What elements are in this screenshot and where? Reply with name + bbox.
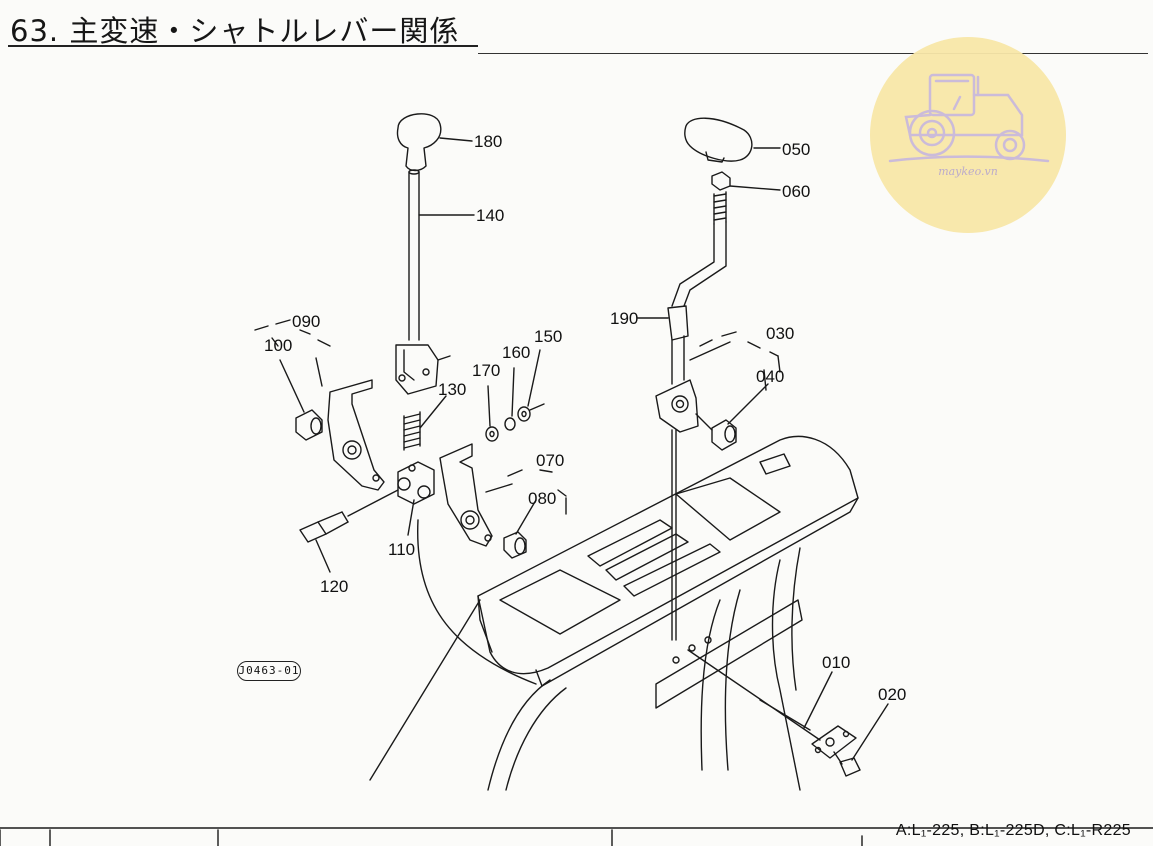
callout-040: 040 bbox=[756, 367, 784, 386]
spring-130 bbox=[403, 395, 447, 451]
frame-legs bbox=[369, 547, 801, 791]
callout-110: 110 bbox=[388, 540, 415, 559]
knob-180 bbox=[396, 113, 473, 172]
callout-160: 160 bbox=[502, 343, 530, 362]
callout-060: 060 bbox=[782, 182, 810, 201]
washers-150-160-170 bbox=[485, 349, 545, 442]
lever-yoke bbox=[395, 344, 451, 395]
model-applicability: A:L₁-225, B:L₁-225D, C:L₁-R225 bbox=[895, 822, 1131, 839]
shuttle-rod bbox=[671, 429, 677, 641]
parts-table-border bbox=[0, 827, 1153, 846]
drawing-code-badge: J0463-01 bbox=[237, 661, 301, 681]
tractor-icon bbox=[888, 73, 1050, 163]
title-underline bbox=[8, 45, 478, 47]
callout-180: 180 bbox=[474, 132, 502, 151]
callout-090: 090 bbox=[292, 312, 320, 331]
bracket-070 bbox=[439, 443, 567, 547]
floor-step-plate bbox=[477, 435, 859, 709]
shift-cable-arc bbox=[416, 519, 537, 685]
callout-020: 020 bbox=[878, 685, 906, 704]
nut-060 bbox=[711, 171, 781, 225]
watermark-logo: maykeo.vn bbox=[870, 37, 1066, 233]
knob-050 bbox=[684, 117, 781, 163]
shuttle-pivot-030 bbox=[655, 331, 781, 433]
lever-rod-140 bbox=[408, 169, 475, 341]
header-rule bbox=[478, 53, 1148, 54]
pivot-block-110 bbox=[397, 461, 435, 536]
bolt-120 bbox=[299, 489, 399, 573]
page-title: 63. 主変速・シャトルレバー関係 bbox=[10, 14, 460, 48]
callout-170: 170 bbox=[472, 361, 500, 380]
shuttle-lever-190 bbox=[637, 221, 727, 385]
callout-050: 050 bbox=[782, 140, 810, 159]
bolt-020 bbox=[833, 703, 889, 777]
callout-140: 140 bbox=[476, 206, 504, 225]
callout-070: 070 bbox=[536, 451, 564, 470]
pin-010 bbox=[687, 649, 857, 759]
callout-030: 030 bbox=[766, 324, 794, 343]
bushing-040 bbox=[695, 383, 769, 451]
bushing-100 bbox=[279, 359, 323, 441]
bracket-090 bbox=[254, 319, 385, 491]
callout-100: 100 bbox=[264, 336, 292, 355]
callout-150: 150 bbox=[534, 327, 562, 346]
callout-080: 080 bbox=[528, 489, 556, 508]
watermark-text: maykeo.vn bbox=[938, 165, 998, 178]
callout-010: 010 bbox=[822, 653, 850, 672]
callout-120: 120 bbox=[320, 577, 348, 596]
callout-190: 190 bbox=[610, 309, 638, 328]
callout-130: 130 bbox=[438, 380, 466, 399]
bushing-080 bbox=[503, 499, 537, 559]
